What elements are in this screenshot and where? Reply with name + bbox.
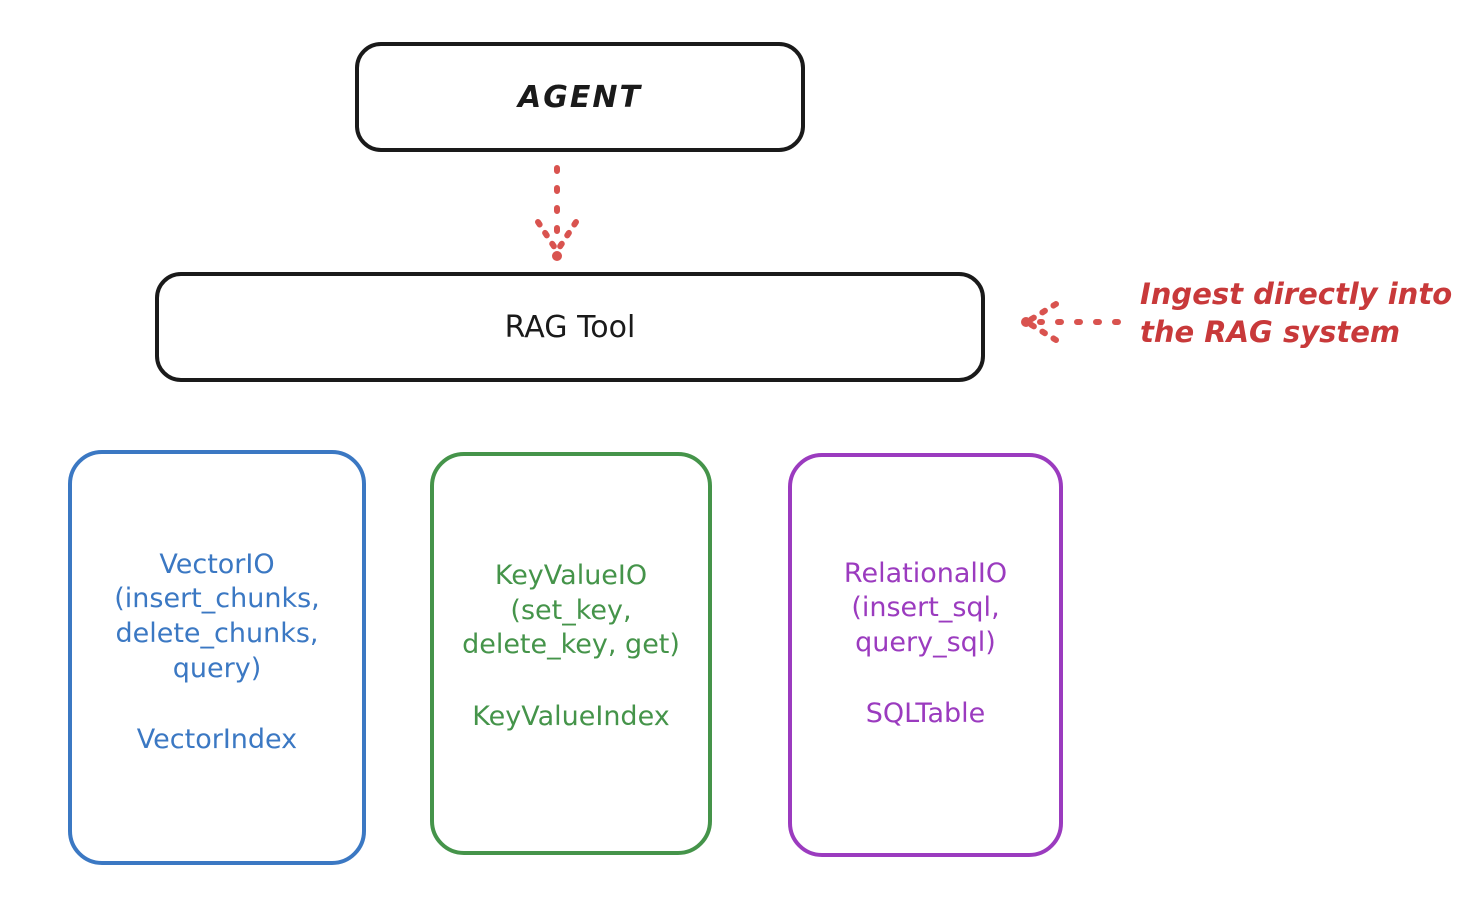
key-value-io-content: KeyValueIO (set_key, delete_key, get) Ke…	[462, 559, 680, 732]
key-value-io-api-label: KeyValueIO (set_key, delete_key, get)	[462, 560, 680, 661]
rag-tool-label: RAG Tool	[504, 309, 636, 345]
ingest-annotation-text: Ingest directly into the RAG system	[1140, 277, 1453, 349]
relational-io-content: RelationalIO (insert_sql, query_sql) SQL…	[844, 557, 1007, 730]
relational-io-node[interactable]: RelationalIO (insert_sql, query_sql) SQL…	[788, 453, 1063, 857]
vector-io-api-label: VectorIO (insert_chunks, delete_chunks, …	[114, 548, 320, 684]
agent-to-rag-tool-arrow	[535, 165, 579, 261]
vector-io-node[interactable]: VectorIO (insert_chunks, delete_chunks, …	[68, 450, 366, 865]
key-value-io-node[interactable]: KeyValueIO (set_key, delete_key, get) Ke…	[430, 452, 712, 855]
vector-io-content: VectorIO (insert_chunks, delete_chunks, …	[114, 548, 319, 755]
vector-io-index-label: VectorIndex	[136, 724, 298, 756]
key-value-io-index-label: KeyValueIndex	[472, 700, 670, 732]
ingest-to-rag-tool-arrow	[1021, 301, 1121, 343]
relational-io-api-label: RelationalIO (insert_sql, query_sql)	[843, 557, 1008, 658]
relational-io-index-label: SQLTable	[865, 698, 986, 730]
rag-tool-node[interactable]: RAG Tool	[155, 272, 985, 382]
agent-node[interactable]: AGENT	[355, 42, 805, 152]
agent-label: AGENT	[518, 79, 642, 115]
